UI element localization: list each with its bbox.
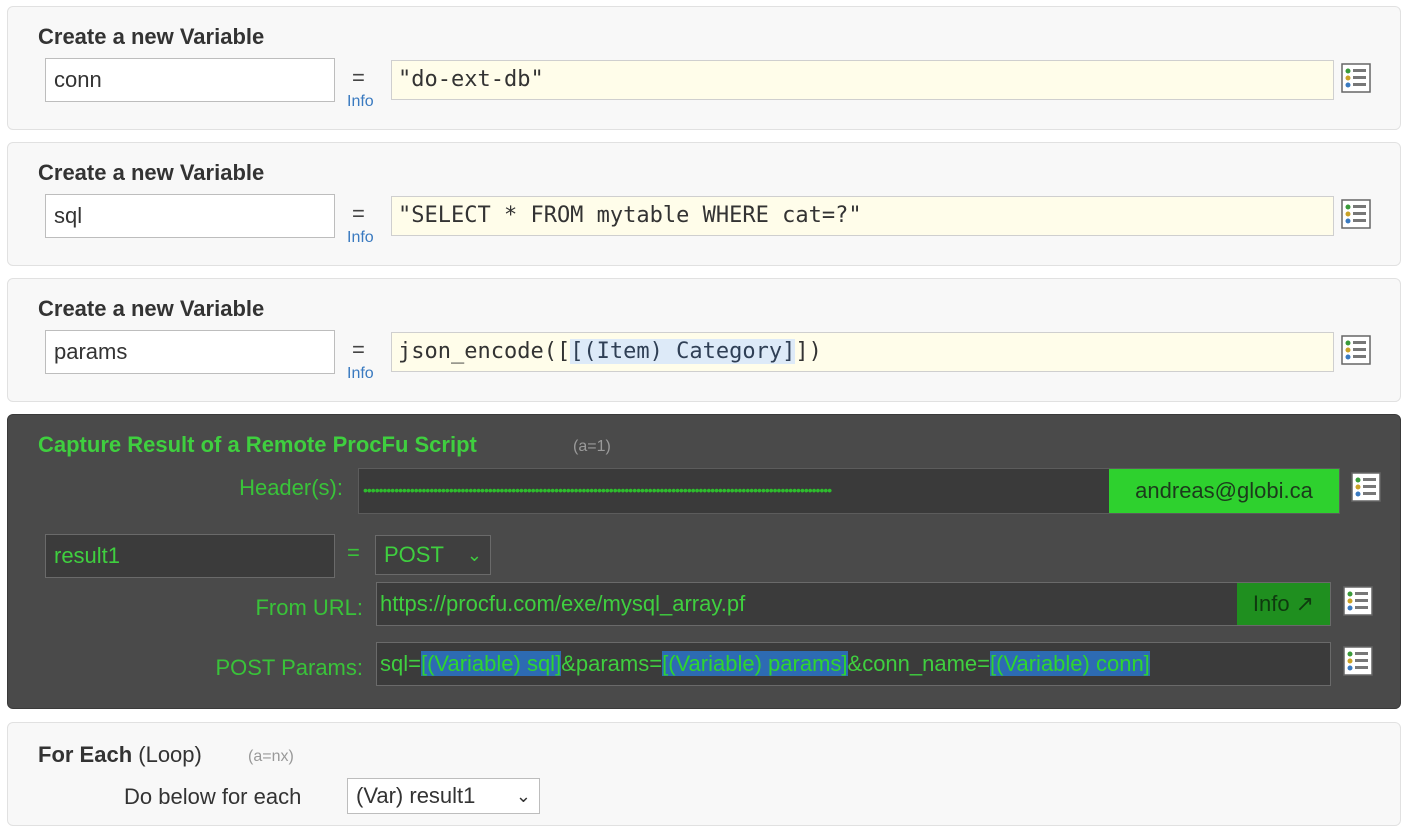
- method-value: POST: [384, 542, 444, 567]
- header-account-badge[interactable]: andreas@globi.ca: [1109, 469, 1339, 513]
- params-text: sql=: [380, 651, 421, 676]
- variable-token-chip[interactable]: [(Variable) conn]: [990, 651, 1150, 676]
- url-label: From URL:: [255, 595, 363, 620]
- block-title: For Each (Loop): [38, 742, 202, 768]
- expression-input[interactable]: "SELECT * FROM mytable WHERE cat=?": [391, 196, 1334, 236]
- equals-sign: =: [352, 65, 365, 90]
- chevron-down-icon: ⌄: [466, 545, 482, 565]
- block-hint: (a=1): [573, 438, 611, 455]
- variable-name-input[interactable]: params: [45, 330, 335, 374]
- variable-block-sql: Create a new Variable sql = Info "SELECT…: [7, 142, 1401, 266]
- expression-text: "do-ext-db": [398, 67, 544, 92]
- list-menu-icon[interactable]: [1343, 586, 1373, 616]
- list-menu-icon[interactable]: [1341, 63, 1371, 93]
- block-title-rest: (Loop): [132, 742, 202, 767]
- loop-source-select[interactable]: (Var) result1 ⌄: [347, 778, 540, 814]
- expression-text: "SELECT * FROM mytable WHERE cat=?": [398, 203, 862, 228]
- variable-name-input[interactable]: conn: [45, 58, 335, 102]
- params-text: &conn_name=: [847, 651, 991, 676]
- loop-label: Do below for each: [124, 784, 302, 809]
- for-each-loop-block: For Each (Loop) (a=nx) Do below for each…: [7, 722, 1401, 826]
- header-label: Header(s):: [239, 475, 343, 500]
- info-link[interactable]: Info: [347, 93, 374, 110]
- post-params-label: POST Params:: [215, 655, 363, 680]
- block-title-bold: For Each: [38, 742, 133, 767]
- block-title: Capture Result of a Remote ProcFu Script: [38, 432, 477, 457]
- loop-source-value: (Var) result1: [356, 783, 476, 808]
- masked-header-value: ••••••••••••••••••••••••••••••••••••••••…: [363, 482, 832, 498]
- url-input[interactable]: https://procfu.com/exe/mysql_array.pf In…: [376, 582, 1331, 626]
- list-menu-icon[interactable]: [1341, 335, 1371, 365]
- info-link[interactable]: Info: [347, 365, 374, 382]
- expression-suffix: ]): [795, 339, 822, 364]
- result-variable-input[interactable]: result1: [45, 534, 335, 578]
- equals-sign: =: [347, 540, 360, 565]
- url-text: https://procfu.com/exe/mysql_array.pf: [380, 591, 746, 616]
- info-link[interactable]: Info: [347, 229, 374, 246]
- list-menu-icon[interactable]: [1343, 646, 1373, 676]
- params-text: &params=: [561, 651, 663, 676]
- url-info-button[interactable]: Info ↗: [1237, 583, 1330, 625]
- equals-sign: =: [352, 337, 365, 362]
- equals-sign: =: [352, 201, 365, 226]
- block-hint: (a=nx): [248, 748, 294, 765]
- field-token-chip[interactable]: [(Item) Category]: [570, 339, 796, 364]
- list-menu-icon[interactable]: [1351, 472, 1381, 502]
- variable-token-chip[interactable]: [(Variable) sql]: [420, 651, 562, 676]
- variable-name-input[interactable]: sql: [45, 194, 335, 238]
- headers-field[interactable]: ••••••••••••••••••••••••••••••••••••••••…: [358, 468, 1340, 514]
- capture-remote-script-block: Capture Result of a Remote ProcFu Script…: [7, 414, 1401, 709]
- variable-token-chip[interactable]: [(Variable) params]: [662, 651, 848, 676]
- block-title: Create a new Variable: [38, 160, 265, 185]
- block-title: Create a new Variable: [38, 24, 265, 49]
- variable-block-params: Create a new Variable params = Info json…: [7, 278, 1401, 402]
- expression-input[interactable]: json_encode([[(Item) Category]]): [391, 332, 1334, 372]
- variable-block-conn: Create a new Variable conn = Info "do-ex…: [7, 6, 1401, 130]
- block-title: Create a new Variable: [38, 296, 265, 321]
- post-params-input[interactable]: sql=[(Variable) sql]&params=[(Variable) …: [376, 642, 1331, 686]
- method-select[interactable]: POST ⌄: [375, 535, 491, 575]
- list-menu-icon[interactable]: [1341, 199, 1371, 229]
- expression-input[interactable]: "do-ext-db": [391, 60, 1334, 100]
- chevron-down-icon: ⌄: [515, 786, 531, 806]
- expression-prefix: json_encode([: [398, 339, 571, 364]
